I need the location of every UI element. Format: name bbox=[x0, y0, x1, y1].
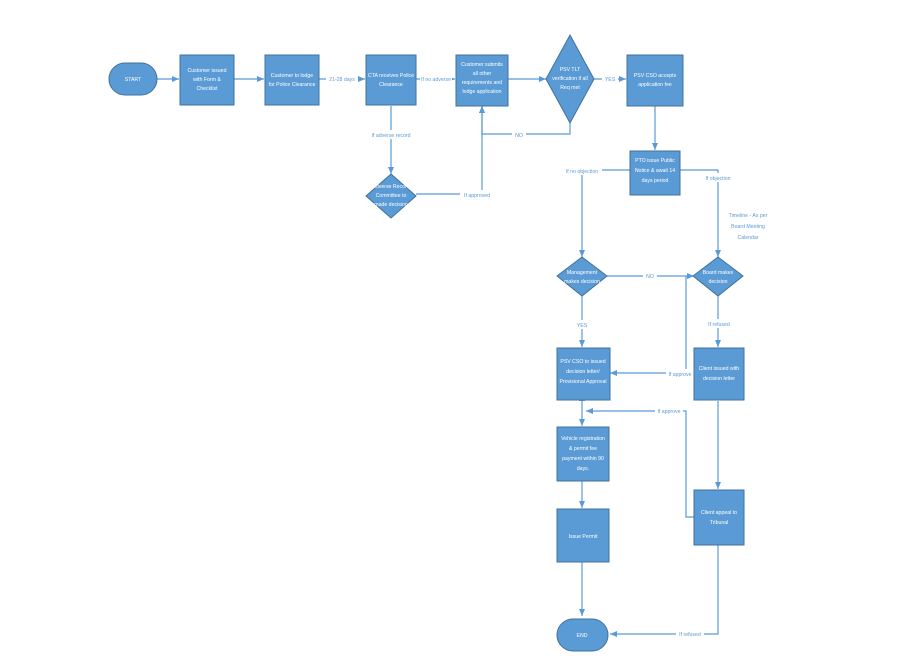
node-customer-issued-line: Customer issued bbox=[188, 68, 227, 74]
node-pto-notice-line: Notice & await 14 bbox=[635, 168, 675, 174]
node-psv-cso-issued-line: decision letter/ bbox=[566, 369, 600, 375]
node-board-decision-line: Board makes bbox=[703, 270, 734, 276]
node-customer-submits-line: lodge application bbox=[463, 89, 502, 95]
node-customer-submits-line: requirements and bbox=[462, 80, 502, 86]
node-vehicle-registration-line: & permit fee bbox=[569, 446, 597, 452]
label-no-objection: If no objection bbox=[566, 169, 598, 175]
label-if-approved: If approved bbox=[464, 193, 490, 199]
node-vehicle-registration[interactable]: Vehicle registration & permit fee paymen… bbox=[556, 426, 610, 482]
label-approve-client: If approve bbox=[668, 372, 691, 378]
edge-notice-objection bbox=[680, 169, 721, 257]
node-psv-cso-issued-line: Provisional Approval bbox=[559, 379, 606, 385]
node-psv-verification[interactable]: PSV TLT verification if all Req met bbox=[545, 33, 595, 125]
node-pto-notice[interactable]: PTO issue Public Notice & await 14 days … bbox=[629, 150, 681, 196]
node-adverse-record[interactable]: Adverse Record Committee to made decisio… bbox=[365, 173, 417, 219]
node-customer-submits-line: all other bbox=[473, 71, 492, 77]
label-yes-mgmt: YES bbox=[577, 323, 588, 329]
edge-adverse-approved bbox=[416, 106, 485, 195]
node-pto-notice-line: PTO issue Public bbox=[635, 158, 675, 164]
node-vehicle-registration-line: Vehicle registration bbox=[561, 436, 605, 442]
node-psv-cso-accepts-line: application fee bbox=[638, 82, 672, 88]
node-adverse-record-line: Committee to bbox=[376, 193, 407, 199]
node-client-issued[interactable]: Client issued with decision letter bbox=[693, 347, 745, 401]
node-customer-submits-line: Customer submits bbox=[461, 62, 503, 68]
node-client-issued-line: decision letter bbox=[703, 376, 735, 382]
node-psv-cso-accepts[interactable]: PSV CSO accepts application fee bbox=[626, 54, 684, 107]
node-cta-receives-line: Clearance bbox=[379, 82, 403, 88]
label-days: 21-28 days bbox=[329, 77, 355, 83]
label-no-return: NO bbox=[515, 133, 523, 139]
node-psv-cso-issued[interactable]: PSV CSO to issued decision letter/ Provi… bbox=[556, 347, 611, 401]
node-psv-cso-accepts-line: PSV CSO accepts bbox=[634, 73, 677, 79]
node-vehicle-registration-line: payment within 90 bbox=[562, 456, 604, 462]
label-yes-accept: YES bbox=[605, 77, 616, 83]
node-customer-lodge-line: for Police Clearance bbox=[269, 82, 316, 88]
node-adverse-record-line: made decision bbox=[374, 202, 408, 208]
node-customer-issued[interactable]: Customer issued with Form & Checklist bbox=[179, 54, 235, 106]
label-no-adverse: If no adverse bbox=[421, 77, 451, 83]
node-board-decision-line: decision bbox=[708, 279, 727, 285]
edge-appeal-refused bbox=[610, 545, 719, 637]
label-timeline-2: Board Meeting bbox=[731, 224, 765, 230]
node-customer-lodge-line: Customer to lodge bbox=[271, 73, 314, 79]
edge-appeal-approve bbox=[586, 408, 694, 518]
node-client-appeal[interactable]: Client appeal to Tribunal bbox=[693, 489, 745, 546]
node-cta-receives-line: CTA receives Police bbox=[368, 73, 414, 79]
node-psv-cso-issued-line: PSV CSO to issued bbox=[560, 359, 605, 365]
node-board-decision[interactable]: Board makes decision bbox=[692, 256, 744, 297]
label-no-board: NO bbox=[646, 274, 654, 280]
node-end-text: END bbox=[577, 633, 588, 639]
label-if-adverse: If adverse record bbox=[372, 133, 411, 139]
node-customer-submits[interactable]: Customer submits all other requirements … bbox=[455, 54, 509, 107]
node-start[interactable]: START bbox=[108, 62, 158, 96]
node-vehicle-registration-line: days. bbox=[577, 466, 589, 472]
label-approve-tribunal: If approve bbox=[657, 409, 680, 415]
label-refused-tribunal: If refused bbox=[679, 632, 701, 638]
edge-notice-no-objection bbox=[579, 169, 630, 257]
node-customer-issued-line: Checklist bbox=[196, 86, 218, 92]
label-timeline-3: Calendar bbox=[737, 235, 758, 241]
node-adverse-record-line: Adverse Record bbox=[372, 184, 409, 190]
node-client-issued-line: Client issued with bbox=[699, 366, 739, 372]
node-psv-verification-line: Req met bbox=[560, 85, 580, 91]
node-client-appeal-line: Client appeal to bbox=[701, 510, 737, 516]
edge-labels: 21-28 days If no adverse YES NO If adver… bbox=[326, 74, 772, 638]
label-timeline-1: Timeline - As per bbox=[729, 213, 768, 219]
edge-client-up bbox=[685, 276, 694, 374]
node-management-decision-line: makes decision bbox=[564, 279, 600, 285]
node-customer-lodge[interactable]: Customer to lodge for Police Clearance bbox=[264, 54, 320, 106]
node-client-appeal-line: Tribunal bbox=[710, 520, 729, 526]
node-end[interactable]: END bbox=[556, 618, 609, 652]
label-refused-board: If refused bbox=[708, 322, 730, 328]
node-management-decision-line: Management bbox=[567, 270, 598, 276]
edge-verify-no-back bbox=[479, 106, 571, 135]
node-pto-notice-line: days period bbox=[642, 178, 669, 184]
node-issue-permit[interactable]: Issue Permit bbox=[556, 508, 610, 563]
node-issue-permit-line: Issue Permit bbox=[569, 534, 598, 540]
node-start-text: START bbox=[125, 77, 142, 83]
node-psv-verification-line: PSV TLT bbox=[560, 67, 581, 73]
node-management-decision[interactable]: Management makes decision bbox=[556, 256, 608, 297]
node-psv-verification-line: verification if all bbox=[552, 76, 587, 82]
node-customer-issued-line: with Form & bbox=[193, 77, 221, 83]
node-cta-receives[interactable]: CTA receives Police Clearance bbox=[365, 54, 417, 106]
label-objection: If objection bbox=[705, 176, 730, 182]
